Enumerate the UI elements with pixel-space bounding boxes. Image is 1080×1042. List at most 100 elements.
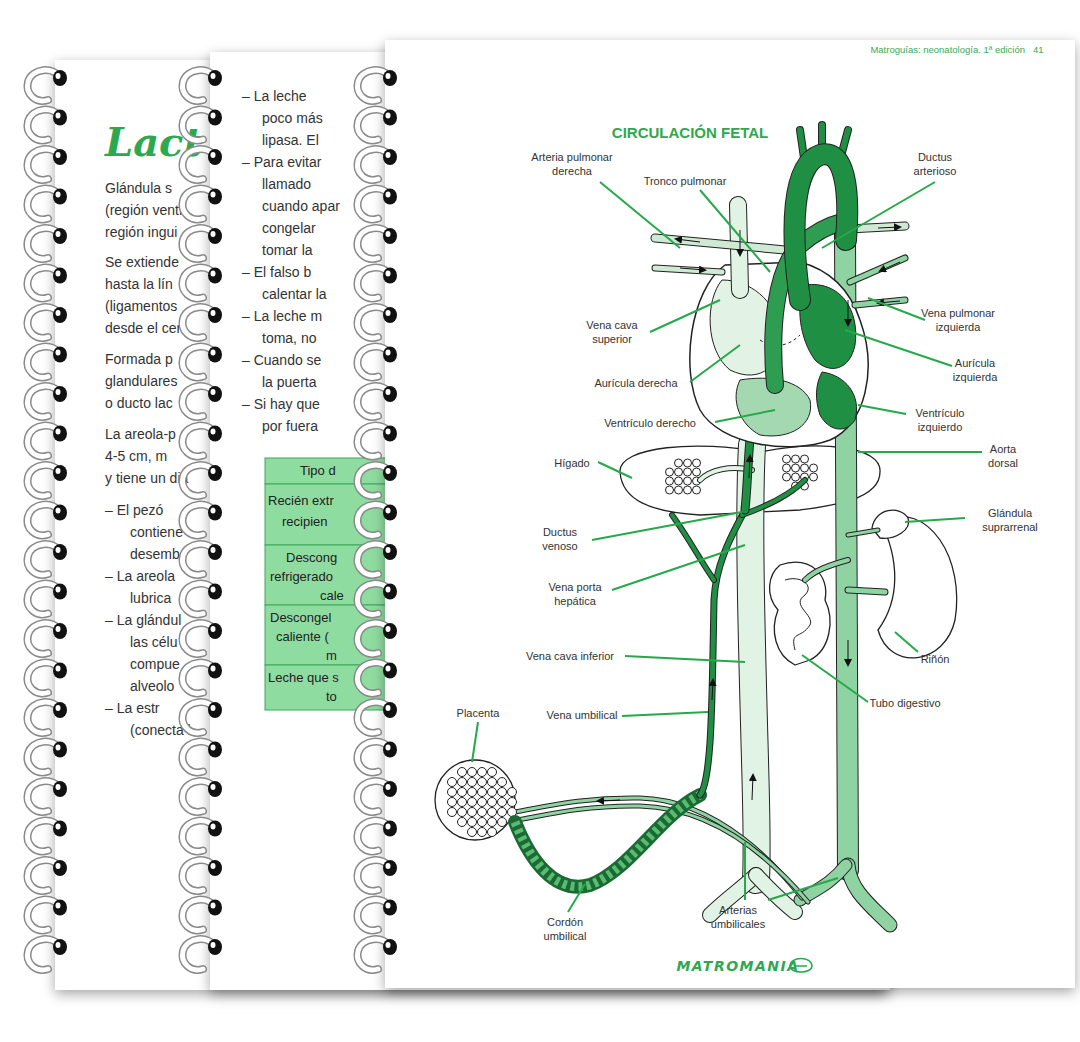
part-label: Vena porta hepática bbox=[540, 580, 610, 609]
table-cell-text: Recién extr bbox=[268, 493, 334, 509]
binding-hole bbox=[208, 781, 222, 797]
binding-hole bbox=[383, 544, 397, 560]
binding-hole bbox=[383, 465, 397, 481]
page-text-fragment: Se extiende bbox=[105, 254, 179, 271]
hole-highlight bbox=[56, 547, 61, 553]
pulmonary-vein-outline bbox=[850, 258, 905, 282]
binding-hole bbox=[208, 149, 222, 165]
hole-highlight bbox=[211, 666, 216, 672]
liver-lobule bbox=[693, 459, 701, 467]
page-number: 41 bbox=[1033, 44, 1044, 55]
binding-hole bbox=[53, 386, 67, 402]
binding-hole bbox=[383, 623, 397, 639]
liver-lobule bbox=[693, 468, 701, 476]
flow-arrow bbox=[848, 640, 849, 665]
part-label: Riñón bbox=[921, 652, 950, 666]
brand-mark: MATROMANIA bbox=[676, 958, 799, 975]
hole-highlight bbox=[386, 192, 391, 198]
diagram-title: CIRCULACIÓN FETAL bbox=[612, 124, 768, 142]
liver-lobule bbox=[801, 455, 809, 463]
part-label: Vena pulmonar izquierda bbox=[911, 306, 1006, 335]
binding-hole bbox=[208, 821, 222, 837]
flow-arrow bbox=[878, 227, 900, 228]
digestive-tube bbox=[770, 562, 830, 665]
binding-hole bbox=[383, 663, 397, 679]
portal-branch-outline bbox=[742, 480, 805, 515]
page-text-fragment: calentar la bbox=[262, 286, 327, 303]
pulmonary-vein bbox=[850, 258, 905, 282]
hole-highlight bbox=[386, 152, 391, 158]
hole-highlight bbox=[56, 73, 61, 79]
page-text-fragment: (región ventr bbox=[105, 202, 184, 219]
binding-hole bbox=[383, 110, 397, 126]
binding-hole bbox=[208, 228, 222, 244]
binding-hole bbox=[208, 702, 222, 718]
liver-lobule bbox=[675, 468, 683, 476]
hole-highlight bbox=[56, 745, 61, 751]
notebook-page: CIRCULACIÓN FETALMatroguías: neonatologí… bbox=[385, 40, 1075, 988]
placenta-cotyledon bbox=[498, 818, 507, 827]
hole-highlight bbox=[386, 429, 391, 435]
leader-line bbox=[625, 656, 745, 662]
hole-highlight bbox=[211, 508, 216, 514]
hole-highlight bbox=[56, 903, 61, 909]
leader-line bbox=[744, 842, 746, 900]
page-text-fragment: – Si hay que bbox=[242, 396, 320, 413]
placenta-cotyledon bbox=[448, 798, 457, 807]
liver-lobule bbox=[675, 486, 683, 494]
part-label: Placenta bbox=[457, 706, 500, 720]
placenta-cotyledon bbox=[498, 778, 507, 787]
spiral-binding bbox=[10, 50, 80, 1000]
binding-hole bbox=[208, 110, 222, 126]
leader-line bbox=[905, 518, 965, 522]
placenta-cotyledon bbox=[448, 778, 457, 787]
page-text-fragment: las célu bbox=[130, 634, 177, 651]
placenta-cotyledon bbox=[478, 768, 487, 777]
placenta-cotyledon bbox=[478, 808, 487, 817]
page-text-fragment: – La leche bbox=[242, 88, 307, 105]
binding-hole bbox=[383, 584, 397, 600]
flow-arrow bbox=[880, 262, 900, 271]
table-cell-text: to bbox=[326, 689, 337, 705]
binding-hole bbox=[53, 505, 67, 521]
page-text-fragment: desde el cen bbox=[105, 320, 184, 337]
hole-highlight bbox=[56, 389, 61, 395]
leader-line bbox=[715, 410, 775, 422]
binding-hole bbox=[53, 821, 67, 837]
liver-lobule bbox=[783, 455, 791, 463]
part-label: Cordón umbilical bbox=[533, 915, 598, 944]
hole-highlight bbox=[386, 666, 391, 672]
leader-line bbox=[845, 330, 952, 366]
liver-lobule bbox=[666, 477, 674, 485]
hole-highlight bbox=[211, 863, 216, 869]
placenta-cotyledon bbox=[458, 818, 467, 827]
page-text-fragment: cuando apar bbox=[262, 198, 340, 215]
page-text-fragment: Formada p bbox=[105, 351, 173, 368]
binding-hole bbox=[208, 623, 222, 639]
hole-highlight bbox=[386, 508, 391, 514]
binding-hole bbox=[53, 702, 67, 718]
hole-highlight bbox=[211, 547, 216, 553]
placenta-cotyledon bbox=[468, 828, 477, 837]
hole-highlight bbox=[56, 429, 61, 435]
leader-line bbox=[868, 298, 925, 320]
leader-line bbox=[822, 182, 935, 248]
liver-lobule bbox=[693, 486, 701, 494]
part-label: Aurícula izquierda bbox=[940, 356, 1010, 385]
part-label: Vena cava superior bbox=[572, 318, 652, 347]
leader-line bbox=[690, 345, 740, 382]
page-text-fragment: región ingui bbox=[105, 224, 177, 241]
binding-hole bbox=[53, 307, 67, 323]
hole-highlight bbox=[386, 389, 391, 395]
hole-highlight bbox=[211, 113, 216, 119]
flow-arrow bbox=[676, 239, 700, 242]
binding-hole bbox=[383, 426, 397, 442]
hole-highlight bbox=[56, 587, 61, 593]
page-text-fragment: hasta la lín bbox=[105, 276, 173, 293]
leader-line bbox=[592, 512, 742, 540]
placenta-cotyledon bbox=[488, 818, 497, 827]
hole-highlight bbox=[211, 73, 216, 79]
placenta-cotyledon bbox=[458, 788, 467, 797]
hole-highlight bbox=[211, 942, 216, 948]
